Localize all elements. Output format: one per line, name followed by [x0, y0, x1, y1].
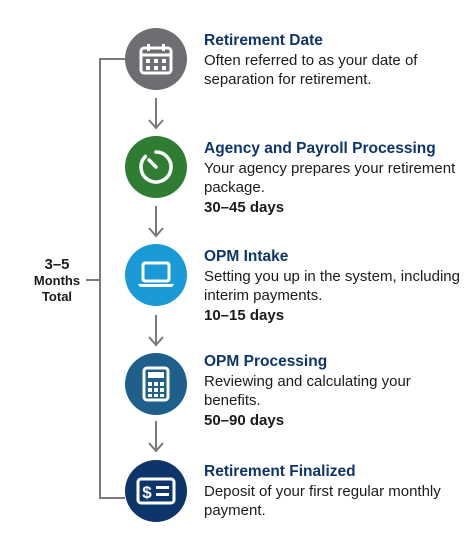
step-opm-intake-circle [125, 244, 187, 306]
step-agency-processing-text: Agency and Payroll Processing Your agenc… [204, 139, 469, 217]
step-description: Often referred to as your date of separa… [204, 52, 418, 88]
step-retirement-finalized-circle: $ [125, 460, 187, 522]
total-unit: Months [33, 273, 81, 288]
step-description: Deposit of your first regular monthly pa… [204, 483, 441, 519]
step-agency-processing-circle [125, 136, 187, 198]
step-description: Your agency prepares your retirement pac… [204, 160, 456, 196]
step-opm-processing-circle [125, 353, 187, 415]
step-opm-processing-text: OPM Processing Reviewing and calculating… [204, 352, 469, 430]
step-retirement-date-text: Retirement Date Often referred to as you… [204, 31, 469, 89]
down-arrow-icon [148, 421, 164, 453]
calendar-icon [139, 44, 173, 75]
step-retirement-finalized-text: Retirement Finalized Deposit of your fir… [204, 462, 469, 520]
step-opm-intake-text: OPM Intake Setting you up in the system,… [204, 247, 469, 325]
step-title: Retirement Finalized [204, 463, 356, 480]
step-duration: 30–45 days [204, 199, 285, 216]
total-range: 3–5 [44, 256, 70, 273]
down-arrow-icon [148, 98, 164, 130]
step-title: Retirement Date [204, 32, 323, 49]
step-title: OPM Intake [204, 248, 289, 265]
total-word: Total [41, 289, 73, 304]
svg-text:$: $ [142, 483, 152, 502]
total-duration-label: 3–5 Months Total [28, 257, 86, 305]
down-arrow-icon [148, 315, 164, 347]
laptop-icon [138, 261, 174, 287]
calculator-icon [142, 366, 170, 402]
payment-icon: $ [136, 477, 176, 505]
timer-icon [139, 150, 173, 184]
step-description: Setting you up in the system, including … [204, 268, 460, 304]
step-title: Agency and Payroll Processing [204, 140, 436, 157]
step-title: OPM Processing [204, 353, 328, 370]
step-duration: 10–15 days [204, 307, 285, 324]
step-description: Reviewing and calculating your benefits. [204, 373, 411, 409]
step-retirement-date-circle [125, 28, 187, 90]
step-duration: 50–90 days [204, 412, 285, 429]
down-arrow-icon [148, 206, 164, 238]
